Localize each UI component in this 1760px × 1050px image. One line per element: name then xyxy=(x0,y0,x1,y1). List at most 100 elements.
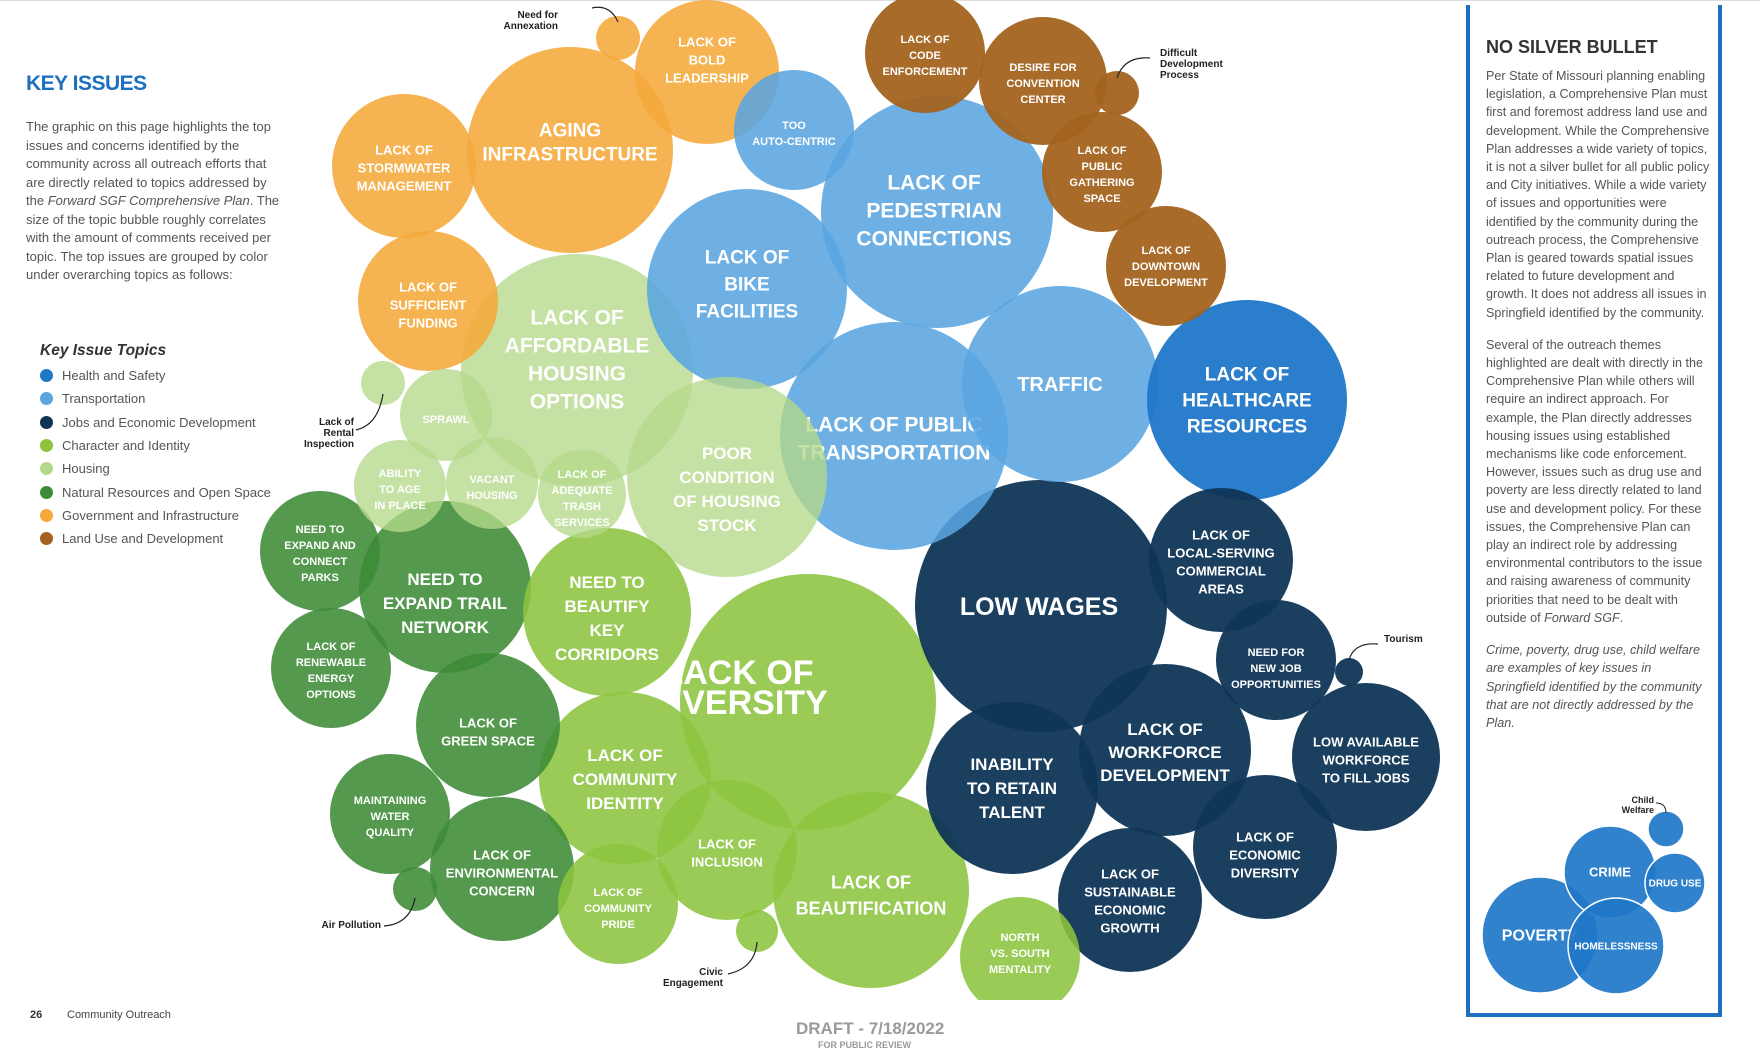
legend-swatch xyxy=(40,508,53,522)
bubble-circle xyxy=(330,754,450,874)
bubble-circle xyxy=(1149,488,1293,632)
sidebar-p2-text-1: Several of the outreach themes highlight… xyxy=(1486,337,1704,625)
bubble-callout-label: Tourism xyxy=(1384,634,1423,645)
bubble-circle xyxy=(773,792,969,988)
bubble-circle xyxy=(523,528,691,696)
legend-swatch xyxy=(40,415,53,429)
legend-title: Key Issue Topics xyxy=(40,342,167,359)
bubble-circle xyxy=(680,574,936,830)
intro-text-2: . The size of the topic bubble roughly c… xyxy=(26,193,280,282)
bubble-circle xyxy=(657,780,797,920)
mini-bubble-circle xyxy=(1644,852,1706,914)
bubble-circle xyxy=(821,96,1053,328)
legend-label: Government and Infrastructure xyxy=(62,507,240,523)
leader-line xyxy=(1655,802,1667,814)
bubble-circle xyxy=(734,70,854,190)
issue-bubble: Air Pollution xyxy=(322,867,437,931)
legend-item: Health and Safety xyxy=(40,364,300,387)
page-number: 26 xyxy=(30,1009,43,1021)
issue-bubble: SPRAWL xyxy=(400,369,492,461)
bubble-circle xyxy=(260,491,380,611)
bubble-circle xyxy=(361,361,405,405)
leader-line xyxy=(1116,57,1151,79)
legend-item: Character and Identity xyxy=(40,434,300,457)
bubble-circle xyxy=(354,440,446,532)
mini-bubble: DRUG USE xyxy=(1644,852,1706,914)
mini-bubble-circle xyxy=(1567,897,1665,995)
bubble-circle xyxy=(1216,600,1336,720)
legend-label: Transportation xyxy=(62,391,146,407)
bubble-circle xyxy=(627,377,827,577)
bubble-circle xyxy=(780,322,1008,550)
bubble-circle xyxy=(1292,683,1440,831)
bubble-circle xyxy=(926,702,1098,874)
leader-line xyxy=(591,6,619,23)
legend-label: Housing xyxy=(62,461,110,477)
bubble-circle xyxy=(960,897,1080,1000)
bubble-label: LOW WAGES xyxy=(960,593,1118,621)
bubble-circle xyxy=(1335,658,1363,686)
mini-bubble-label: CRIME xyxy=(1589,865,1631,880)
leader-line xyxy=(383,897,416,927)
bubble-circle xyxy=(1042,112,1162,232)
intro-paragraph: The graphic on this page highlights the … xyxy=(26,118,288,285)
bubble-circle xyxy=(1058,828,1202,972)
bubble-circle xyxy=(393,867,437,911)
bubble-circle xyxy=(461,254,693,486)
legend-item: Transportation xyxy=(40,387,300,410)
bubble-circle xyxy=(446,437,538,529)
bubble-label: SPRAWL xyxy=(422,414,469,426)
sidebar-paragraph-1: Per State of Missouri planning enabling … xyxy=(1486,69,1710,320)
bubble-circle xyxy=(1147,300,1347,500)
draft-substamp: FOR PUBLIC REVIEW xyxy=(818,1040,912,1050)
bubble-circle xyxy=(358,231,498,371)
legend-swatch xyxy=(40,392,53,406)
bubble-circle xyxy=(736,910,778,952)
bubble-circle xyxy=(979,17,1107,145)
bubble-circle xyxy=(865,0,985,113)
bubble-callout-label: Air Pollution xyxy=(322,920,381,931)
top-rule xyxy=(0,0,1760,1)
legend-label: Health and Safety xyxy=(62,368,166,384)
bubble-circle xyxy=(1079,664,1251,836)
